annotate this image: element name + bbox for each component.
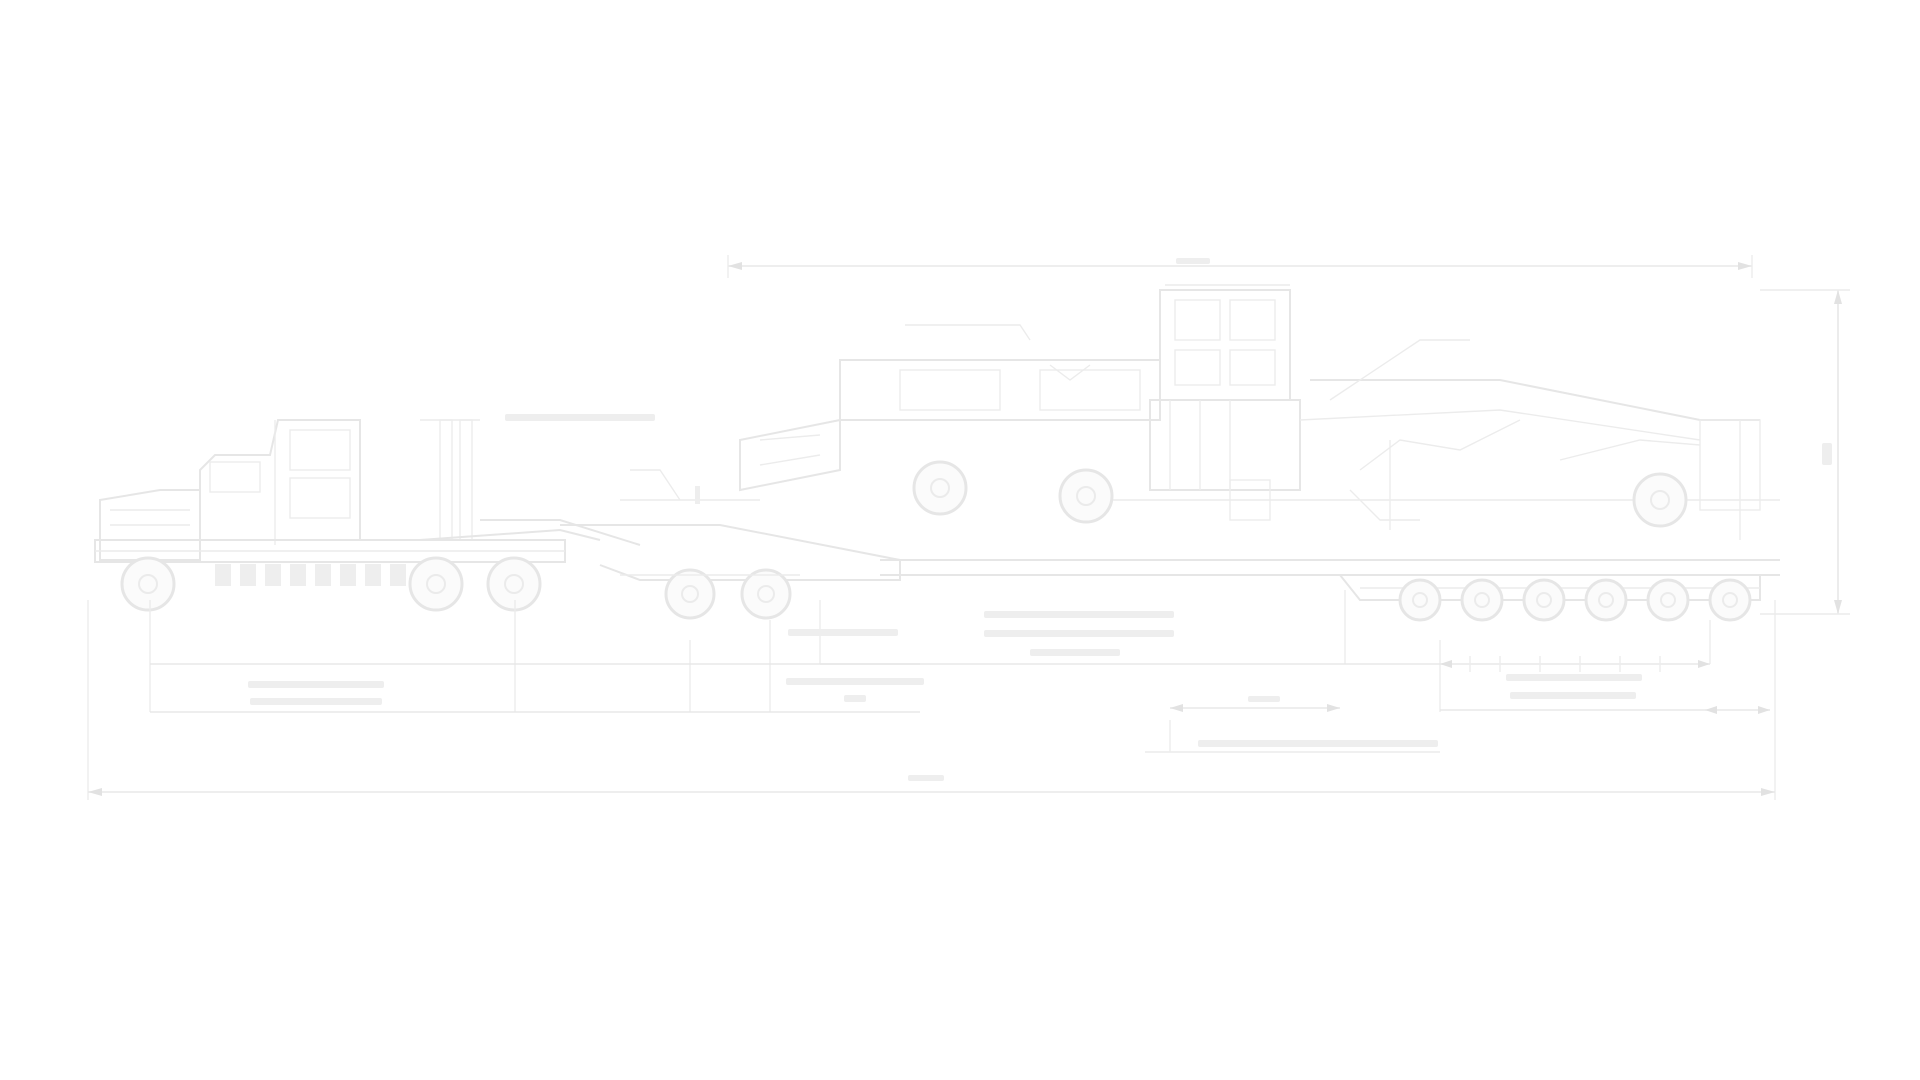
top-overall-dimension (727, 255, 1753, 278)
trailer-deck (880, 499, 1780, 622)
machine-load (739, 284, 1761, 540)
illegible-annotations (248, 258, 1832, 781)
tractor-unit (94, 419, 641, 586)
tractor-wheels (120, 556, 542, 612)
bottom-overall-dimension (87, 600, 1776, 800)
right-height-dimension (1760, 289, 1850, 615)
lower-dimension-grid (149, 590, 1770, 753)
gooseneck-dolly (560, 469, 901, 620)
